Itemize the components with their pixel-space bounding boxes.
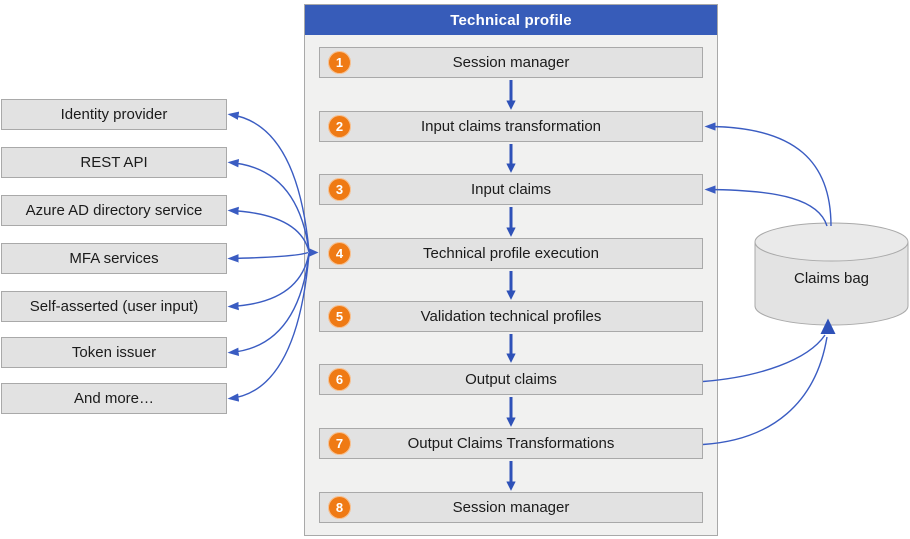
flow-step-output-claims: 6 Output claims: [319, 364, 703, 395]
service-label: MFA services: [69, 250, 159, 267]
external-service-self-asserted: Self-asserted (user input): [1, 291, 227, 322]
step-number-badge: 4: [328, 242, 351, 265]
step-number-badge: 7: [328, 432, 351, 455]
step-number-badge: 8: [328, 496, 351, 519]
flow-step-output-claims-transformations: 7 Output Claims Transformations: [319, 428, 703, 459]
step-number-badge: 3: [328, 178, 351, 201]
technical-profile-header: Technical profile: [305, 5, 717, 35]
service-label: REST API: [80, 154, 148, 171]
external-service-and-more: And more…: [1, 383, 227, 414]
external-service-azure-ad-directory: Azure AD directory service: [1, 195, 227, 226]
step-number-badge: 6: [328, 368, 351, 391]
step-label: Validation technical profiles: [420, 308, 602, 325]
step-label: Output claims: [465, 371, 557, 388]
step-label: Session manager: [452, 499, 570, 516]
step-number-badge: 5: [328, 305, 351, 328]
flow-step-technical-profile-execution: 4 Technical profile execution: [319, 238, 703, 269]
external-service-mfa-services: MFA services: [1, 243, 227, 274]
service-label: Token issuer: [71, 344, 157, 361]
flow-step-input-claims: 3 Input claims: [319, 174, 703, 205]
flow-step-session-manager-top: 1 Session manager: [319, 47, 703, 78]
fan-arrows: [227, 111, 310, 402]
step-label: Output Claims Transformations: [407, 435, 615, 452]
claims-read-arrows: [704, 122, 832, 227]
external-service-token-issuer: Token issuer: [1, 337, 227, 368]
step-number-badge: 1: [328, 51, 351, 74]
step-label: Input claims transformation: [420, 118, 602, 135]
service-label: And more…: [73, 390, 155, 407]
external-service-identity-provider: Identity provider: [1, 99, 227, 130]
claims-write-arrowhead: [820, 318, 836, 334]
step-label: Technical profile execution: [423, 245, 599, 262]
claims-bag-text: Claims bag: [793, 269, 870, 287]
external-service-rest-api: REST API: [1, 147, 227, 178]
service-label: Azure AD directory service: [25, 202, 203, 219]
service-label: Identity provider: [60, 106, 168, 123]
flow-step-input-claims-transformation: 2 Input claims transformation: [319, 111, 703, 142]
step-label: Session manager: [452, 54, 570, 71]
claims-write-arrows: [702, 334, 828, 446]
flow-step-session-manager-bottom: 8 Session manager: [319, 492, 703, 523]
claims-bag-label: Claims bag: [756, 266, 907, 290]
service-label: Self-asserted (user input): [29, 298, 199, 315]
step-number-badge: 2: [328, 115, 351, 138]
step-label: Input claims: [470, 181, 552, 198]
flow-step-validation-technical-profiles: 5 Validation technical profiles: [319, 301, 703, 332]
diagram-title: Technical profile: [450, 11, 572, 29]
